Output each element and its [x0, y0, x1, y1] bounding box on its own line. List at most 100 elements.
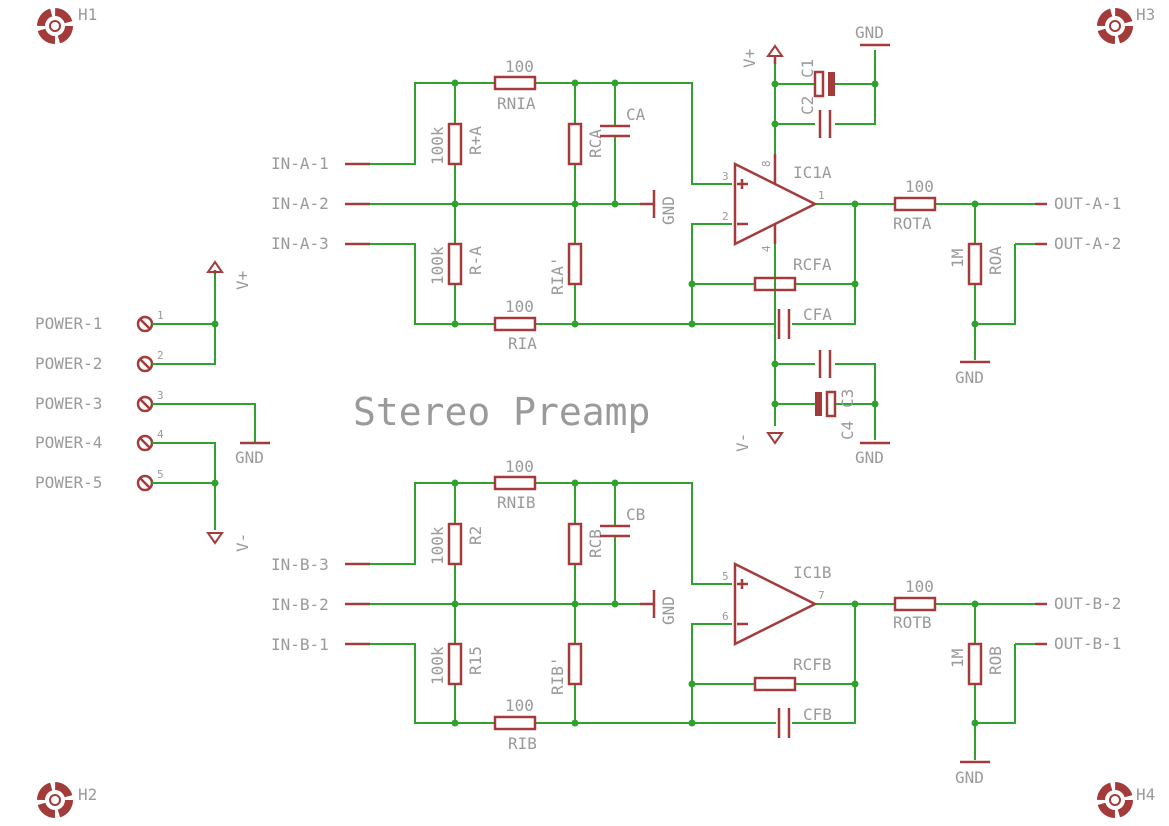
output-label-b1: OUT-B-1	[1054, 634, 1121, 653]
opamp-b-name: IC1B	[793, 563, 832, 582]
vminus-label: V-	[233, 533, 252, 552]
gnd-label: GND	[955, 368, 984, 387]
rnib-value: 100	[505, 457, 534, 476]
resistor-roa	[967, 242, 983, 286]
rob-value: 1M	[948, 649, 967, 668]
ria-value: 100	[505, 297, 534, 316]
resistor-rcb	[567, 522, 583, 566]
mounting-hole-h3: H3	[1097, 5, 1155, 44]
screw-terminal-icon	[136, 315, 154, 333]
input-label-b1: IN-B-1	[271, 635, 329, 654]
capacitor-c4	[815, 390, 837, 418]
resistor-rnib	[493, 475, 537, 491]
power-pin-number: 4	[157, 428, 164, 441]
power-pin-label: POWER-3	[35, 394, 102, 413]
rib-name: RIB	[508, 734, 537, 753]
opamp-ic1b	[733, 561, 818, 647]
rotb-name: ROTB	[893, 613, 932, 632]
input-label-b2: IN-B-2	[271, 595, 329, 614]
capacitor-cfb	[777, 708, 791, 738]
cfb-name: CFB	[803, 705, 832, 724]
rma-name: R-A	[466, 246, 485, 275]
power-pin-label: POWER-1	[35, 314, 102, 333]
opamp-a-name: IC1A	[793, 163, 832, 182]
resistor-rotb	[893, 596, 937, 612]
output-label-a2: OUT-A-2	[1054, 234, 1121, 253]
resistor-ria-prime	[567, 242, 583, 286]
power-pin-number: 1	[157, 309, 164, 322]
resistor-rpa	[447, 122, 463, 166]
gnd-label: GND	[659, 196, 678, 225]
resistor-rma	[447, 242, 463, 286]
opamp-ic1a	[733, 154, 818, 247]
c1-name: C1	[798, 59, 817, 78]
resistor-rnia	[493, 75, 537, 91]
c2-name: C2	[798, 96, 817, 115]
power-pin-number: 3	[157, 389, 164, 402]
resistor-ria	[493, 316, 537, 332]
rib-value: 100	[505, 696, 534, 715]
resistor-r15	[447, 642, 463, 686]
rnia-name: RNIA	[497, 94, 536, 113]
label-h1: H1	[78, 5, 97, 24]
resistor-rcfb	[753, 676, 797, 692]
capacitor-cb	[600, 524, 630, 538]
resistor-rob	[967, 642, 983, 686]
opamp-pin: 2	[722, 210, 729, 223]
power-pin-label: POWER-5	[35, 473, 102, 492]
r15-name: R15	[466, 646, 485, 675]
screw-terminal-icon	[136, 474, 154, 492]
input-label-a2: IN-A-2	[271, 194, 329, 213]
ria-name: RIA	[508, 334, 537, 353]
opamp-pin: 5	[722, 570, 729, 583]
ria-prime-name: RIA'	[548, 256, 567, 295]
label-h3: H3	[1136, 5, 1155, 24]
gnd-label: GND	[855, 448, 884, 467]
resistor-rca	[567, 122, 583, 166]
rib-prime-name: RIB'	[548, 656, 567, 695]
gnd-label: GND	[659, 596, 678, 625]
power-connector: POWER-1 POWER-2 POWER-3 POWER-4 POWER-5 …	[35, 260, 270, 552]
rnia-value: 100	[505, 57, 534, 76]
c4-name: C4	[838, 421, 857, 440]
power-pin-label: POWER-2	[35, 354, 102, 373]
schematic-title: Stereo Preamp	[353, 390, 650, 434]
gnd-label: GND	[235, 448, 264, 467]
capacitor-c2	[818, 110, 832, 138]
ground-symbol-icon	[640, 190, 656, 218]
input-label-b3: IN-B-3	[271, 555, 329, 574]
vminus-label: V-	[733, 433, 752, 452]
vminus-symbol-icon	[766, 432, 784, 445]
r2-value: 100k	[428, 526, 447, 565]
rnib-name: RNIB	[497, 493, 536, 512]
mounting-hole-h1: H1	[37, 5, 97, 44]
rob-name: ROB	[986, 646, 1005, 675]
capacitor-cfa	[777, 309, 791, 339]
vminus-symbol-icon	[206, 532, 224, 545]
capacitor-c1	[813, 70, 835, 98]
resistor-rcfa	[753, 276, 797, 292]
rota-value: 100	[905, 177, 934, 196]
opamp-pin: 4	[760, 245, 773, 252]
r15-value: 100k	[428, 646, 447, 685]
opamp-pin: 6	[722, 610, 729, 623]
rcfb-name: RCFB	[793, 655, 832, 674]
resistor-r2	[447, 522, 463, 566]
rcfa-name: RCFA	[793, 255, 832, 274]
gnd-label: GND	[855, 23, 884, 42]
screw-terminal-icon	[136, 434, 154, 452]
cb-name: CB	[626, 505, 645, 524]
rotb-value: 100	[905, 577, 934, 596]
opamp-pin: 3	[722, 170, 729, 183]
rca-name: RCA	[586, 129, 605, 158]
mounting-hole-h4: H4	[1097, 782, 1155, 818]
label-h4: H4	[1136, 785, 1155, 804]
rpa-value: 100k	[428, 126, 447, 165]
opamp-pin: 7	[818, 589, 825, 602]
rpa-name: R+A	[466, 126, 485, 155]
input-label-a3: IN-A-3	[271, 234, 329, 253]
channel-b: IN-B-3 IN-B-2 IN-B-1 100 RNIB 100k R2 10…	[271, 457, 1121, 787]
opamp-pin: 8	[760, 160, 773, 167]
ca-name: CA	[626, 105, 646, 124]
